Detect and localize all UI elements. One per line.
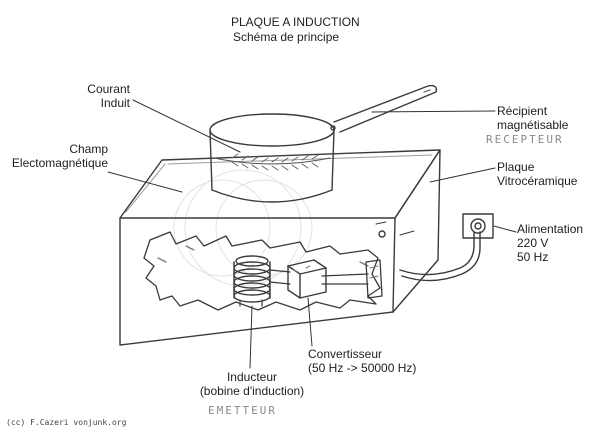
credit-line: (cc) F.Cazeri vonjunk.org (6, 418, 127, 427)
label-inducteur-line1: Inducteur (226, 370, 278, 384)
label-convertisseur: Convertisseur (50 Hz -> 50000 Hz) (308, 347, 416, 375)
diagram-title: PLAQUE A INDUCTION (231, 15, 360, 29)
label-convertisseur-line1: Convertisseur (308, 347, 383, 361)
watermark-circles (173, 169, 313, 287)
label-alimentation-line3: 50 Hz (517, 250, 549, 264)
label-plaque-line1: Plaque (497, 160, 535, 174)
label-inducteur: Inducteur (bobine d'induction) (196, 370, 308, 398)
internal-wires (269, 269, 369, 285)
rear-module (365, 259, 383, 299)
label-plaque-line2: Vitrocéramique (497, 174, 578, 188)
label-recipient-line1: Récipient (497, 104, 548, 118)
inductor-coil (233, 255, 271, 307)
label-alimentation: Alimentation 220 V 50 Hz (517, 222, 583, 264)
label-recipient-line2: magnétisable (497, 118, 569, 132)
label-champ-line2: Electomagnétique (11, 156, 108, 170)
label-inducteur-line2: (bobine d'induction) (199, 384, 305, 398)
label-champ-line1: Champ (69, 142, 108, 156)
saucepan (209, 113, 336, 203)
pan-handle (333, 84, 438, 133)
label-recepteur: RECEPTEUR (486, 133, 564, 146)
label-recipient: Récipient magnétisable (497, 104, 568, 132)
label-courant-induit: Courant Induit (78, 82, 130, 110)
label-alimentation-line2: 220 V (517, 236, 549, 250)
label-courant-line2: Induit (100, 96, 130, 110)
leader-lines (107, 99, 517, 369)
label-plaque: Plaque Vitrocéramique (497, 160, 577, 188)
cutaway-opening (143, 231, 381, 311)
label-emetteur: EMETTEUR (208, 404, 277, 417)
label-courant-line1: Courant (87, 82, 130, 96)
converter-box (287, 259, 327, 299)
label-convertisseur-line2: (50 Hz -> 50000 Hz) (308, 361, 417, 375)
wall-socket (462, 213, 494, 239)
power-cable (399, 231, 481, 282)
diagram-subtitle: Schéma de principe (233, 30, 340, 44)
hob-box (119, 149, 441, 346)
label-alimentation-line1: Alimentation (517, 222, 584, 236)
label-champ-electromagnetique: Champ Electomagnétique (4, 142, 108, 170)
